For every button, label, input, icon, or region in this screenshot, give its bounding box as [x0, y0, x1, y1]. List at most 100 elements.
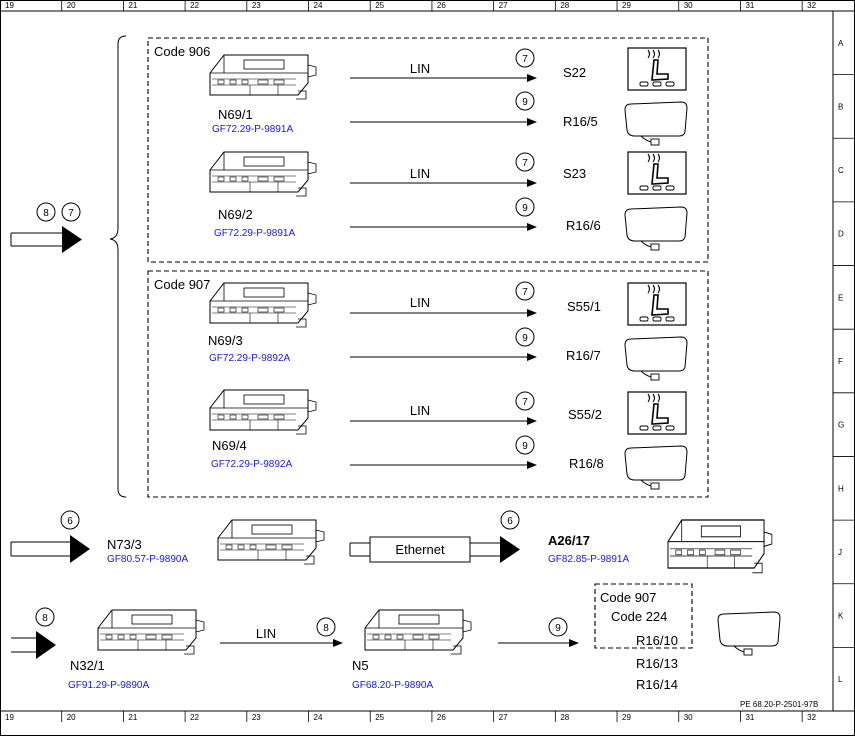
output-n69-2-r16-6: 9 R16/6 — [350, 197, 688, 251]
input-arrow — [36, 631, 56, 659]
module-name: A26/17 — [548, 533, 590, 548]
grid-column-label: 24 — [314, 1, 323, 10]
circle-ref: 9 — [555, 623, 561, 634]
module-n69-1: N69/1 GF72.29-P-9891A — [209, 54, 317, 135]
module-ref-link[interactable]: GF72.29-P-9891A — [214, 228, 295, 239]
grid-column-label: 23 — [252, 1, 261, 10]
control-module-icon — [209, 282, 317, 328]
grid-column-label: 30 — [684, 1, 693, 10]
output-n69-1-r16-5: 9 R16/5 — [350, 91, 688, 146]
bus-label: LIN — [410, 61, 430, 76]
module-ref-link[interactable]: GF72.29-P-9892A — [211, 459, 292, 470]
bus-label: LIN — [410, 295, 430, 310]
module-name: N69/3 — [208, 333, 243, 348]
bus-label: LIN — [410, 403, 430, 418]
module-ref-link[interactable]: GF72.29-P-9891A — [212, 124, 293, 135]
grid-column-label: 26 — [437, 1, 446, 10]
module-name: N69/1 — [218, 107, 253, 122]
grid-column-label: 25 — [375, 1, 384, 10]
output-n69-3-s55-1: LIN 7 S55/1 — [350, 281, 687, 326]
grid-column-labels: 1919202021212222232324242525262627272828… — [0, 0, 817, 722]
row-n32-1: 8 N32/1 GF91.29-P-9890A LIN 8 N5 GF68.20… — [11, 583, 781, 692]
grid-column-label: 32 — [807, 1, 816, 10]
output-n69-1-s22: LIN 7 S22 — [350, 47, 687, 91]
control-module-icon — [217, 519, 325, 565]
grid-column-label: 27 — [499, 713, 508, 722]
grid-column-label: 26 — [437, 713, 446, 722]
module-ref-link[interactable]: GF68.20-P-9890A — [352, 680, 433, 691]
heating-element-icon — [717, 611, 781, 656]
circle-ref: 7 — [522, 158, 528, 169]
heating-element-icon — [624, 206, 688, 251]
circle-ref: 6 — [67, 516, 73, 527]
grid-row-label: J — [838, 548, 842, 557]
component-label: R16/5 — [563, 114, 598, 129]
module-n69-3: N69/3 GF72.29-P-9892A — [208, 282, 317, 364]
group-code-label: Code 907 — [154, 277, 210, 292]
row-n73-3: 6 N73/3 GF80.57-P-9890A Ethernet 6 A26/1… — [10, 510, 773, 574]
output-arrow — [500, 536, 520, 563]
drawing-id: PE 68.20-P-2501-97B — [740, 700, 818, 709]
control-module-icon — [97, 609, 205, 655]
circle-ref: 7 — [522, 287, 528, 298]
grid-column-label: 28 — [560, 1, 569, 10]
group-code-907: Code 907 — [147, 270, 709, 498]
grid-row-label: L — [838, 675, 843, 684]
grid-column-label: 20 — [67, 713, 76, 722]
module-name: N32/1 — [70, 658, 105, 673]
module-ref-link[interactable]: GF91.29-P-9890A — [68, 680, 149, 691]
grid-column-label: 31 — [745, 713, 754, 722]
control-module-icon — [209, 54, 317, 100]
grid-row-label: E — [838, 293, 843, 302]
input-arrow-groups: 8 7 — [10, 202, 82, 253]
grid-row-label: F — [838, 357, 843, 366]
module-ref-link[interactable]: GF80.57-P-9890A — [107, 554, 188, 565]
component-label: R16/8 — [569, 456, 604, 471]
group-code-label: Code 224 — [611, 609, 667, 624]
module-ref-link[interactable]: GF72.29-P-9892A — [209, 353, 290, 364]
seat-heating-switch-icon — [627, 47, 687, 91]
bus-label: LIN — [410, 166, 430, 181]
code-box — [594, 583, 693, 649]
grid-row-label: D — [838, 230, 844, 239]
grid-column-label: 24 — [314, 713, 323, 722]
grid-row-label: C — [838, 166, 844, 175]
module-n69-4: N69/4 GF72.29-P-9892A — [209, 389, 317, 470]
seat-heating-switch-icon — [627, 151, 687, 195]
grid-row-label: G — [838, 421, 844, 430]
output-n69-4-s55-2: LIN 7 S55/2 — [350, 391, 687, 435]
component-label: R16/14 — [636, 677, 678, 692]
group-code-906: Code 906 — [147, 37, 709, 263]
grid-row-label: B — [838, 102, 843, 111]
component-label: S23 — [563, 166, 586, 181]
grid-column-label: 19 — [5, 1, 14, 10]
module-ref-link[interactable]: GF82.85-P-9891A — [548, 554, 629, 565]
group-brace — [109, 35, 127, 498]
group-code-label: Code 906 — [154, 44, 210, 59]
control-module-icon — [667, 519, 773, 574]
grid-column-label: 29 — [622, 713, 631, 722]
control-module-icon — [209, 151, 317, 197]
component-label: R16/6 — [566, 218, 601, 233]
grid-column-label: 21 — [128, 713, 137, 722]
circle-ref: 9 — [522, 203, 528, 214]
module-n69-2: N69/2 GF72.29-P-9891A — [209, 151, 317, 239]
component-label: R16/10 — [636, 633, 678, 648]
group-code-label: Code 907 — [600, 590, 656, 605]
output-n69-3-r16-7: 9 R16/7 — [350, 327, 688, 381]
circle-ref: 8 — [323, 623, 329, 634]
component-label: S55/1 — [567, 299, 601, 314]
grid-column-label: 32 — [807, 713, 816, 722]
circle-ref: 7 — [522, 54, 528, 65]
grid-column-label: 22 — [190, 713, 199, 722]
module-name: N69/4 — [212, 438, 247, 453]
circle-ref: 9 — [522, 97, 528, 108]
grid-column-label: 29 — [622, 1, 631, 10]
grid-column-label: 30 — [684, 713, 693, 722]
heating-element-icon — [624, 101, 688, 146]
module-name: N5 — [352, 658, 369, 673]
heating-element-icon — [624, 445, 688, 490]
grid-column-label: 28 — [560, 713, 569, 722]
module-name: N73/3 — [107, 537, 142, 552]
